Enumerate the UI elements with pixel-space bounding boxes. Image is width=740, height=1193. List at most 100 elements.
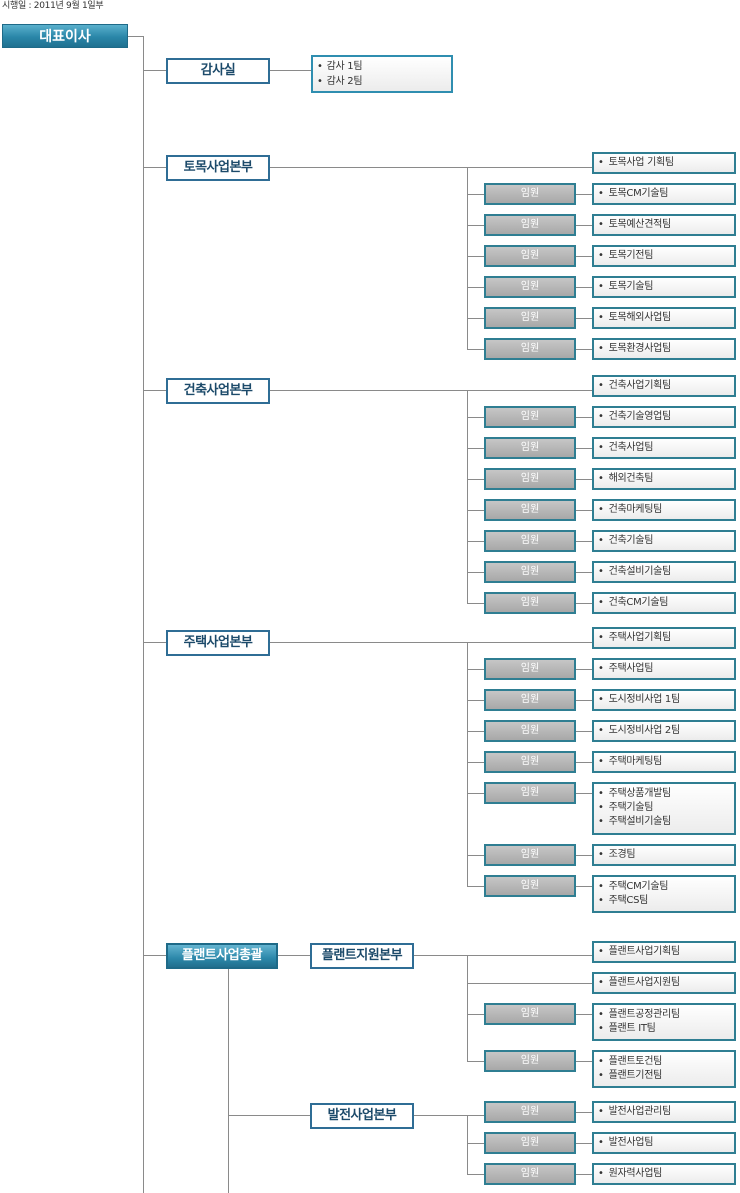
exec-box[interactable]: 임원 bbox=[484, 214, 576, 236]
team-box[interactable]: 토목사업 기획팀 bbox=[592, 152, 736, 174]
team-name: 건축설비기술팀 bbox=[598, 565, 734, 579]
exec-box[interactable]: 임원 bbox=[484, 782, 576, 804]
stem-exec-connector bbox=[467, 793, 484, 794]
exec-box[interactable]: 임원 bbox=[484, 437, 576, 459]
team-name: 플랜트기전팀 bbox=[598, 1069, 734, 1083]
exec-box[interactable]: 임원 bbox=[484, 307, 576, 329]
team-box[interactable]: 건축기술영업팀 bbox=[592, 406, 736, 428]
audit-office-box[interactable]: 감사실 bbox=[166, 58, 270, 84]
exec-box[interactable]: 임원 bbox=[484, 689, 576, 711]
exec-box[interactable]: 임원 bbox=[484, 1132, 576, 1154]
exec-team-connector bbox=[576, 256, 592, 257]
team-box[interactable]: 주택CM기술팀주택CS팀 bbox=[592, 875, 736, 913]
team-name: 토목환경사업팀 bbox=[598, 342, 734, 356]
exec-box[interactable]: 임원 bbox=[484, 875, 576, 897]
team-box[interactable]: 플랜트공정관리팀플랜트 IT팀 bbox=[592, 1003, 736, 1041]
exec-team-connector bbox=[576, 349, 592, 350]
team-box[interactable]: 토목기술팀 bbox=[592, 276, 736, 298]
stem-connector bbox=[467, 1014, 484, 1015]
exec-box[interactable]: 임원 bbox=[484, 183, 576, 205]
subdivision-box[interactable]: 플랜트지원본부 bbox=[310, 943, 414, 969]
team-name: 플랜트사업기획팀 bbox=[598, 945, 734, 959]
team-box[interactable]: 건축CM기술팀 bbox=[592, 592, 736, 614]
division-box[interactable]: 건축사업본부 bbox=[166, 378, 270, 404]
exec-box[interactable]: 임원 bbox=[484, 844, 576, 866]
exec-box[interactable]: 임원 bbox=[484, 245, 576, 267]
exec-team-connector bbox=[576, 886, 592, 887]
team-box[interactable]: 발전사업팀 bbox=[592, 1132, 736, 1154]
team-box[interactable]: 플랜트사업기획팀 bbox=[592, 941, 736, 963]
exec-box[interactable]: 임원 bbox=[484, 1050, 576, 1072]
plant-head-box[interactable]: 플랜트사업총괄 bbox=[166, 943, 278, 969]
team-box[interactable]: 주택사업기획팀 bbox=[592, 627, 736, 649]
plant-sub-connector bbox=[228, 1115, 310, 1116]
exec-box[interactable]: 임원 bbox=[484, 1163, 576, 1185]
team-box[interactable]: 주택상품개발팀주택기술팀주택설비기술팀 bbox=[592, 782, 736, 835]
exec-box[interactable]: 임원 bbox=[484, 530, 576, 552]
team-box[interactable]: 발전사업관리팀 bbox=[592, 1101, 736, 1123]
team-box[interactable]: 토목기전팀 bbox=[592, 245, 736, 267]
team-box[interactable]: 토목환경사업팀 bbox=[592, 338, 736, 360]
team-box[interactable]: 원자력사업팀 bbox=[592, 1163, 736, 1185]
team-box[interactable]: 토목해외사업팀 bbox=[592, 307, 736, 329]
team-box[interactable]: 플랜트사업지원팀 bbox=[592, 972, 736, 994]
audit-team: 감사 2팀 bbox=[317, 74, 451, 89]
exec-box[interactable]: 임원 bbox=[484, 338, 576, 360]
division-team-line bbox=[270, 390, 592, 391]
team-box[interactable]: 건축설비기술팀 bbox=[592, 561, 736, 583]
subdivision-box[interactable]: 발전사업본부 bbox=[310, 1103, 414, 1129]
team-box[interactable]: 주택사업팀 bbox=[592, 658, 736, 680]
exec-box[interactable]: 임원 bbox=[484, 561, 576, 583]
team-box[interactable]: 도시정비사업 2팀 bbox=[592, 720, 736, 742]
stem-exec-connector bbox=[467, 448, 484, 449]
team-name: 주택사업팀 bbox=[598, 662, 734, 676]
team-box[interactable]: 주택마케팅팀 bbox=[592, 751, 736, 773]
team-box[interactable]: 토목CM기술팀 bbox=[592, 183, 736, 205]
exec-box[interactable]: 임원 bbox=[484, 658, 576, 680]
stem-exec-connector bbox=[467, 318, 484, 319]
stem-connector bbox=[467, 1174, 484, 1175]
team-box[interactable]: 토목예산견적팀 bbox=[592, 214, 736, 236]
exec-box[interactable]: 임원 bbox=[484, 1003, 576, 1025]
exec-team-connector bbox=[576, 669, 592, 670]
exec-box[interactable]: 임원 bbox=[484, 468, 576, 490]
exec-box[interactable]: 임원 bbox=[484, 592, 576, 614]
exec-box[interactable]: 임원 bbox=[484, 751, 576, 773]
ceo-box[interactable]: 대표이사 bbox=[2, 24, 128, 48]
stem-exec-connector bbox=[467, 510, 484, 511]
stem-exec-connector bbox=[467, 762, 484, 763]
team-box[interactable]: 도시정비사업 1팀 bbox=[592, 689, 736, 711]
division-team-line bbox=[270, 167, 592, 168]
team-box[interactable]: 건축기술팀 bbox=[592, 530, 736, 552]
exec-stem bbox=[467, 1115, 468, 1174]
division-box[interactable]: 토목사업본부 bbox=[166, 155, 270, 181]
exec-team-connector bbox=[576, 572, 592, 573]
exec-team-connector bbox=[576, 194, 592, 195]
division-connector bbox=[143, 167, 167, 168]
exec-box[interactable]: 임원 bbox=[484, 499, 576, 521]
division-connector bbox=[143, 390, 167, 391]
exec-team-connector bbox=[576, 510, 592, 511]
team-box[interactable]: 조경팀 bbox=[592, 844, 736, 866]
audit-teams-box[interactable]: 감사 1팀 감사 2팀 bbox=[311, 55, 453, 93]
exec-box[interactable]: 임원 bbox=[484, 406, 576, 428]
exec-box[interactable]: 임원 bbox=[484, 1101, 576, 1123]
division-box[interactable]: 주택사업본부 bbox=[166, 630, 270, 656]
team-name: 플랜트사업지원팀 bbox=[598, 976, 734, 990]
plant-sub-connector bbox=[278, 955, 310, 956]
exec-team-connector bbox=[576, 287, 592, 288]
team-name: 플랜트공정관리팀 bbox=[598, 1008, 734, 1022]
team-name: 주택사업기획팀 bbox=[598, 631, 734, 645]
exec-box[interactable]: 임원 bbox=[484, 276, 576, 298]
team-box[interactable]: 건축마케팅팀 bbox=[592, 499, 736, 521]
team-box[interactable]: 건축사업팀 bbox=[592, 437, 736, 459]
team-box[interactable]: 플랜트토건팀플랜트기전팀 bbox=[592, 1050, 736, 1088]
team-box[interactable]: 건축사업기획팀 bbox=[592, 375, 736, 397]
exec-team-connector bbox=[576, 318, 592, 319]
exec-box[interactable]: 임원 bbox=[484, 720, 576, 742]
audit-team: 감사 1팀 bbox=[317, 59, 451, 74]
audit-team-connector bbox=[270, 70, 311, 71]
team-box[interactable]: 해외건축팀 bbox=[592, 468, 736, 490]
team-name: 건축기술팀 bbox=[598, 534, 734, 548]
